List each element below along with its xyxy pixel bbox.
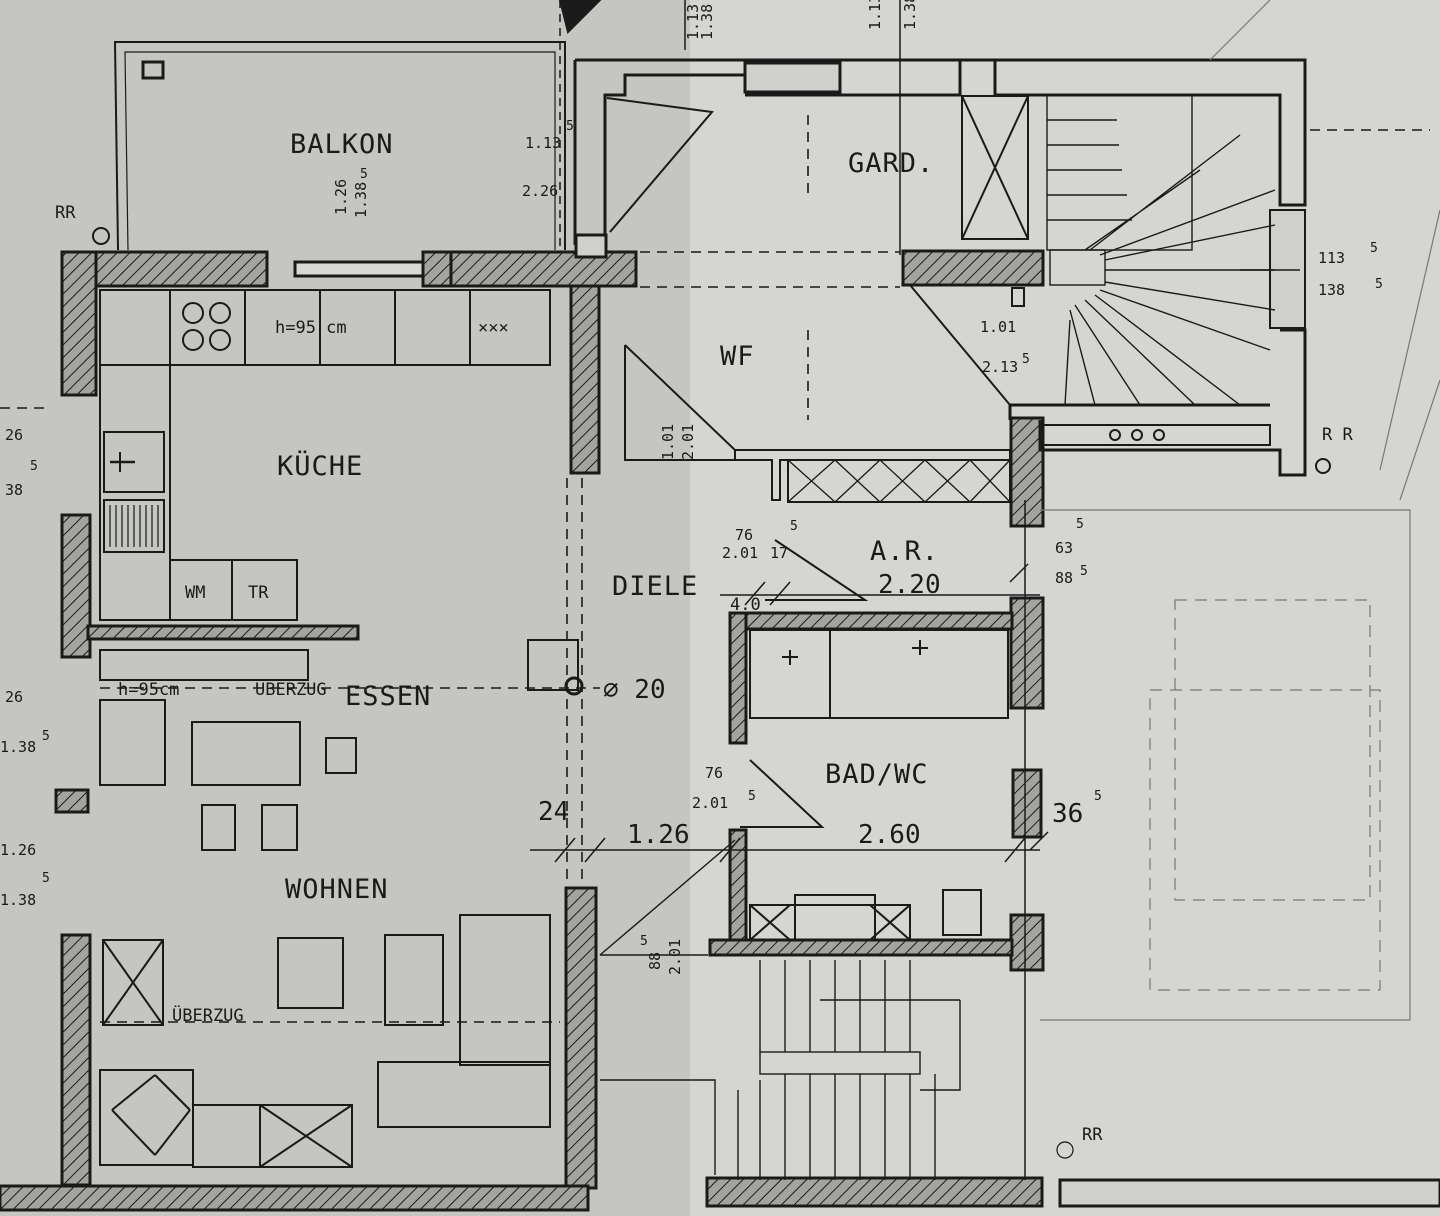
dim-17: 17 (770, 544, 788, 562)
dim-76-b: 76 (705, 764, 723, 782)
counter-height-label: h=95 cm (275, 318, 347, 338)
washer-label: WM (185, 583, 205, 603)
balkon-area (92, 0, 566, 260)
dining-furniture (99, 649, 551, 1168)
dim-88-b: 88 (646, 952, 664, 970)
table-height-label: h=95cm (118, 680, 179, 700)
sup-88: 5 (1080, 564, 1088, 579)
dim-left-138b: 1.38 (0, 891, 36, 909)
section-marker (558, 0, 602, 34)
sup-138b: 5 (1375, 277, 1383, 292)
sup-63: 5 (1076, 517, 1084, 532)
dim-wf-201: 2.01 (679, 424, 697, 460)
dim-88: 88 (1055, 569, 1073, 587)
sup-201b: 5 (748, 789, 756, 804)
sup-88b: 5 (640, 934, 648, 949)
dim-76-a: 76 (735, 526, 753, 544)
room-label-gard: GARD. (848, 148, 934, 179)
sup-17: 5 (790, 519, 798, 534)
sup-36: 5 (1094, 789, 1102, 804)
dim-left-38: 38 (5, 481, 23, 499)
dim-left-26b: 26 (5, 688, 23, 706)
sup-113b: 5 (1370, 241, 1378, 256)
dim-top-138: 1.38 (698, 4, 716, 40)
rr-label-right: R R (1322, 425, 1353, 445)
room-label-ar: A.R. (870, 536, 939, 567)
dimension-lines (530, 500, 1049, 1180)
ueberzug-label-bottom: ÜBERZUG (172, 1004, 244, 1026)
dim-126: 1.26 (332, 179, 350, 215)
sup-138: 5 (360, 167, 368, 182)
ar-storage (735, 424, 1331, 601)
diameter-label: ⌀ 20 (603, 675, 666, 705)
dim-201-b: 2.01 (692, 794, 728, 812)
room-label-bad: BAD/WC (825, 759, 929, 790)
dim-113b: 113 (1318, 249, 1345, 267)
dim-201-c: 2.01 (666, 939, 684, 975)
dim-left-138: 1.38 (0, 738, 36, 756)
walls (0, 249, 1440, 1212)
counter-marks: ××× (478, 318, 509, 338)
dim-138b: 138 (1318, 281, 1345, 299)
dim-138: 1.38 (352, 182, 370, 218)
room-label-kueche: KÜCHE (277, 450, 363, 482)
sup-left-38: 5 (30, 459, 38, 474)
dim-201-a: 2.01 (722, 544, 758, 562)
dim-left-126: 1.26 (0, 841, 36, 859)
room-label-wf: WF (720, 341, 755, 372)
dim-wf-101: 1.01 (659, 424, 677, 460)
kitchen-counters (99, 289, 551, 621)
room-label-essen: ESSEN (345, 681, 431, 712)
dim-top-113b: 1.13 (866, 0, 884, 30)
dim-260: 2.60 (858, 820, 921, 850)
dashed-overlines (0, 115, 1430, 1023)
dim-213: 2.13 (982, 358, 1018, 376)
dryer-label: TR (248, 583, 269, 603)
sup-left-138b: 5 (42, 871, 50, 886)
dim-126b: 1.26 (627, 820, 690, 850)
sup-213: 5 (1022, 352, 1030, 367)
spiral-stairs (1046, 94, 1300, 406)
dim-24: 24 (538, 797, 569, 827)
rr-label-top-left: RR (55, 203, 76, 223)
right-side-outline (1040, 0, 1440, 1159)
dim-113: 1.13 (525, 134, 561, 152)
room-label-balkon: BALKON (290, 129, 394, 160)
paper-right-shade (690, 0, 1440, 1216)
room-label-diele: DIELE (612, 571, 698, 602)
dim-top-138b: 1.38 (901, 0, 919, 30)
room-label-wohnen: WOHNEN (285, 874, 389, 905)
rr-label-bottom: RR (1082, 1125, 1103, 1145)
dim-101: 1.01 (980, 318, 1016, 336)
dim-left-26: 26 (5, 426, 23, 444)
dim-63: 63 (1055, 539, 1073, 557)
sup-113: 5 (566, 119, 574, 134)
bathroom-fixtures (527, 629, 1009, 941)
ueberzug-label-top: ÜBERZUG (255, 678, 327, 700)
dim-36: 36 (1052, 799, 1083, 829)
lower-stairs (599, 839, 961, 1180)
sup-left-138: 5 (42, 729, 50, 744)
dim-226: 2.26 (522, 182, 558, 200)
dim-top-113: 1.13 (684, 4, 702, 40)
